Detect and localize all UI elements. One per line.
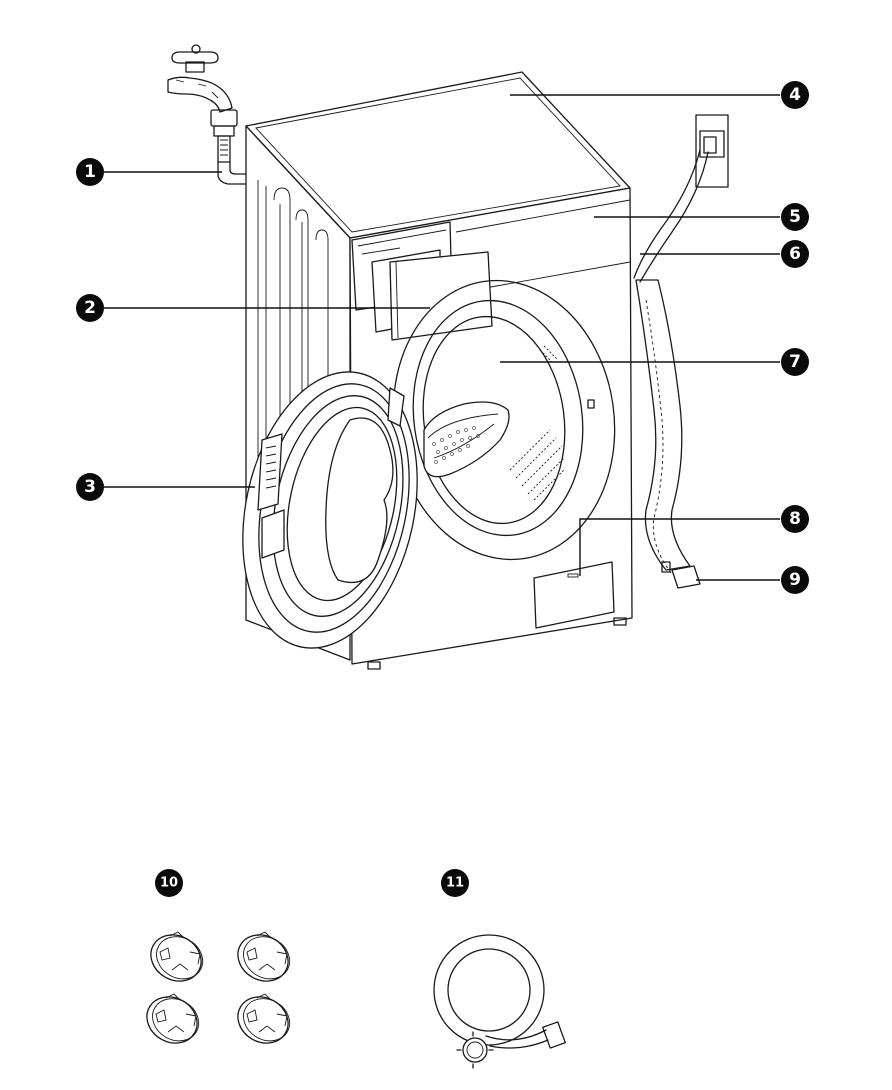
- leader-lines: [104, 94, 780, 581]
- callout-number: 3: [84, 477, 96, 497]
- bolt-cover-cap-icon: [150, 931, 204, 982]
- filter-cover: [533, 561, 615, 629]
- callout-10: 10: [155, 869, 183, 897]
- callout-9: 9: [781, 566, 809, 594]
- callout-3: 3: [76, 473, 104, 501]
- callout-number: 10: [160, 876, 178, 891]
- foot-left: [367, 661, 381, 670]
- callout-number: 5: [789, 207, 801, 227]
- coiled-inlet-hose-icon: [433, 934, 566, 1069]
- callout-7: 7: [781, 348, 809, 376]
- bolt-cover-cap-icon: [237, 931, 291, 982]
- power-cord: [633, 149, 709, 283]
- callout-number: 11: [446, 876, 464, 891]
- foot-right: [613, 617, 627, 626]
- callout-number: 6: [789, 244, 801, 264]
- door: [242, 371, 418, 649]
- callout-number: 4: [789, 85, 801, 105]
- drum-perforations: [432, 426, 480, 464]
- callout-8: 8: [781, 505, 809, 533]
- door-handle: [257, 433, 283, 511]
- leader-8: [579, 518, 780, 576]
- detergent-drawer: [371, 249, 493, 341]
- callout-number: 1: [84, 162, 96, 182]
- callout-2: 2: [76, 294, 104, 322]
- water-tap-icon: [167, 44, 238, 163]
- door-lock-slot: [587, 399, 595, 409]
- bolt-cover-caps: [146, 931, 291, 1044]
- wall-socket-icon: [695, 114, 729, 188]
- callout-number: 8: [789, 509, 801, 529]
- callout-number: 2: [84, 298, 96, 318]
- callout-number: 7: [789, 352, 801, 372]
- callout-4: 4: [781, 81, 809, 109]
- drain-hose: [635, 279, 701, 589]
- callout-6: 6: [781, 240, 809, 268]
- inlet-hose-bend: [217, 161, 249, 185]
- callout-1: 1: [76, 158, 104, 186]
- callout-5: 5: [781, 203, 809, 231]
- bolt-cover-cap-icon: [146, 993, 200, 1044]
- callout-11: 11: [441, 869, 469, 897]
- callout-number: 9: [789, 570, 801, 590]
- bolt-cover-cap-icon: [237, 993, 291, 1044]
